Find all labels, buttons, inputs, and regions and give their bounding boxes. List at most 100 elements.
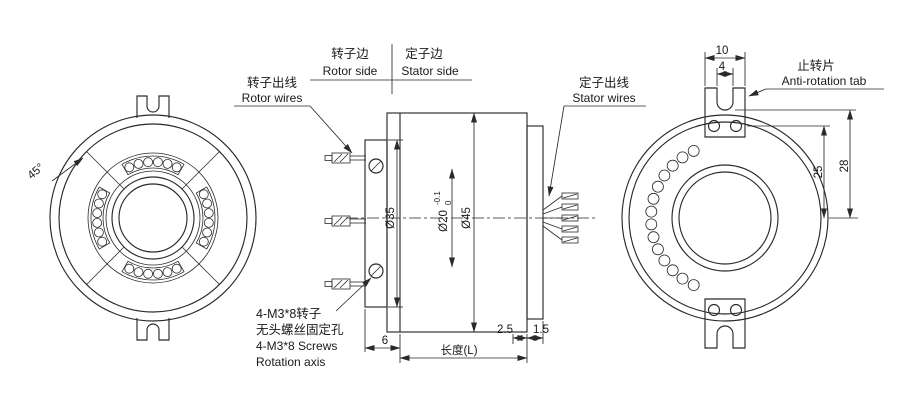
cluster-slot — [90, 186, 111, 250]
stator-wire-terminal — [561, 192, 579, 200]
anti-rotation-callout: 止转片 Anti-rotation tab — [748, 58, 884, 97]
bore-circle-outer — [111, 176, 195, 260]
cluster-slot — [121, 155, 185, 176]
anti-rotation-label-zh: 止转片 — [797, 58, 835, 73]
stator-wire-terminal — [561, 214, 579, 222]
cluster-slot — [195, 186, 216, 250]
leader-line — [335, 277, 372, 312]
end-cap — [526, 125, 544, 320]
rotor-wire-terminal — [324, 278, 366, 290]
rear-view: 10 4 止转片 Anti-rotation tab 25 28 — [621, 45, 884, 349]
end-step-label: 1.5 — [533, 324, 549, 336]
coil-turn — [687, 279, 700, 292]
terminal-hatch — [562, 237, 578, 243]
anti-rotation-tab-bottom — [704, 298, 746, 349]
spoke-line — [181, 246, 220, 285]
bore-circle-inner — [118, 183, 188, 253]
side-header: 转子边 Rotor side 定子边 Stator side — [310, 44, 472, 94]
contact-pad — [97, 236, 108, 247]
contact-ring-outer — [87, 152, 219, 284]
spoke-line — [86, 246, 125, 285]
coil-turn — [676, 151, 689, 164]
contact-pad — [171, 162, 182, 173]
rotor-wires-label-en: Rotor wires — [242, 91, 303, 105]
angle-leader-line — [51, 157, 84, 182]
coil-turn — [687, 144, 700, 157]
terminal-hatch — [562, 226, 578, 232]
anti-rotation-tab-top — [704, 87, 746, 138]
connector-hatch — [339, 279, 349, 289]
contact-pad-cluster-top — [121, 155, 185, 176]
stator-wires-callout: 定子出线 Stator wires — [547, 75, 646, 197]
contact-pad — [143, 157, 154, 168]
stator-wire-terminal — [561, 236, 579, 244]
contact-pad-cluster-bottom — [121, 260, 185, 281]
mounting-tab-bottom — [136, 318, 170, 341]
coil-turn — [666, 159, 679, 172]
tab-hole — [707, 303, 721, 317]
contact-pad — [198, 236, 209, 247]
rotor-flange — [364, 139, 388, 308]
slot-offset-label: 28 — [839, 160, 851, 173]
body-outline — [386, 112, 528, 333]
coil-turn — [666, 264, 679, 277]
cluster-slot — [121, 260, 185, 281]
contact-pad — [203, 208, 214, 219]
tab-hole — [729, 303, 743, 317]
screw-slot — [370, 160, 382, 172]
coil-turn — [676, 272, 689, 285]
contact-pad — [92, 208, 103, 219]
coil-turn — [647, 192, 660, 205]
coil-turn — [658, 254, 671, 267]
anti-rotation-label-en: Anti-rotation tab — [782, 74, 867, 88]
leader-line — [748, 88, 767, 97]
contact-ring-inner — [105, 170, 201, 266]
dim-hole-offset: 25 28 — [735, 109, 858, 219]
coil-turn — [652, 180, 664, 193]
wire-tip — [324, 281, 333, 287]
contact-pad-cluster-left — [90, 186, 111, 250]
contact-pad — [133, 267, 144, 278]
flange-screw-bottom — [368, 263, 384, 279]
contact-pad — [152, 157, 163, 168]
outer-circle — [49, 114, 257, 322]
flange-width-label: 6 — [382, 335, 388, 347]
rotor-side-label-en: Rotor side — [323, 64, 378, 78]
bore-tolerance-upper: -0.1 — [433, 191, 442, 205]
screw-note-en-2: Rotation axis — [256, 355, 325, 369]
brush-coil-band — [645, 144, 700, 292]
outer-circle — [621, 114, 829, 322]
coil-turn — [652, 243, 664, 256]
wire-connector — [331, 278, 351, 290]
front-view: 45° — [26, 95, 257, 341]
hole-offset-label: 25 — [813, 166, 825, 179]
mounting-tab-top — [136, 95, 170, 118]
contact-pad — [143, 268, 154, 279]
slot-width-label: 4 — [719, 61, 726, 73]
stator-side-label-en: Stator side — [401, 64, 459, 78]
flange-screw-top — [368, 158, 384, 174]
coil-turn — [647, 231, 660, 244]
bore-diameter-label: Ø20 — [438, 210, 450, 232]
screw-note-zh-1: 4-M3*8转子 — [256, 306, 321, 321]
leader-line — [309, 105, 353, 154]
contact-pad — [202, 198, 213, 209]
contact-pad-cluster-right — [195, 186, 216, 250]
contact-pad — [133, 158, 144, 169]
rotor-wire-terminal — [324, 152, 366, 164]
contact-pad — [124, 263, 135, 274]
outer-inner-circle — [628, 121, 822, 315]
contact-pad — [162, 158, 173, 169]
contact-pad — [94, 227, 104, 238]
contact-pad — [162, 267, 173, 278]
dim-flange-diameter: Ø35 — [385, 139, 403, 308]
length-label: 长度(L) — [440, 343, 477, 357]
coil-turn — [645, 218, 658, 231]
bottom-dimensions: 2.5 1.5 6 长度(L) — [364, 309, 549, 363]
rotor-wires-label-zh: 转子出线 — [247, 75, 298, 90]
leader-line — [547, 105, 565, 197]
connector-hatch — [339, 216, 349, 226]
terminal-hatch — [562, 204, 578, 210]
tab-hole — [729, 119, 743, 133]
